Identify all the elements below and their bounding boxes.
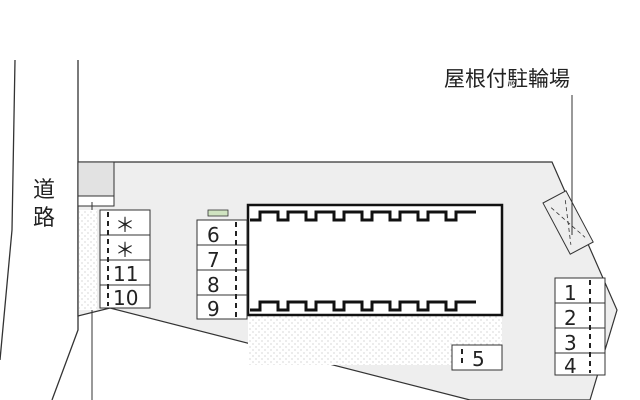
- space-label: 7: [207, 248, 220, 272]
- road-label-2: 路: [33, 206, 55, 231]
- covered-bicycle-parking: [542, 190, 594, 255]
- space-label: 9: [207, 297, 220, 321]
- space-label: ＊: [115, 213, 135, 237]
- space-label: 3: [564, 331, 577, 355]
- road-edges: [0, 59, 79, 400]
- parking-right-column: [554, 277, 606, 376]
- bicycle-parking-label: 屋根付駐輪場: [444, 67, 570, 91]
- space-label: 1: [564, 281, 577, 305]
- planting-strip: [79, 210, 97, 310]
- space-label: 8: [207, 273, 220, 297]
- space-label: 11: [113, 262, 138, 286]
- space-label: 5: [472, 347, 485, 371]
- space-label: ＊: [115, 238, 135, 262]
- parking-space-5: [451, 344, 503, 371]
- space-label: 4: [564, 354, 577, 378]
- space-label: 2: [564, 306, 577, 330]
- space-label: 10: [113, 286, 138, 310]
- space-label: 6: [207, 223, 220, 247]
- parking-middle-column: [196, 219, 248, 320]
- building: [248, 205, 502, 315]
- road-label-1: 道: [33, 178, 55, 203]
